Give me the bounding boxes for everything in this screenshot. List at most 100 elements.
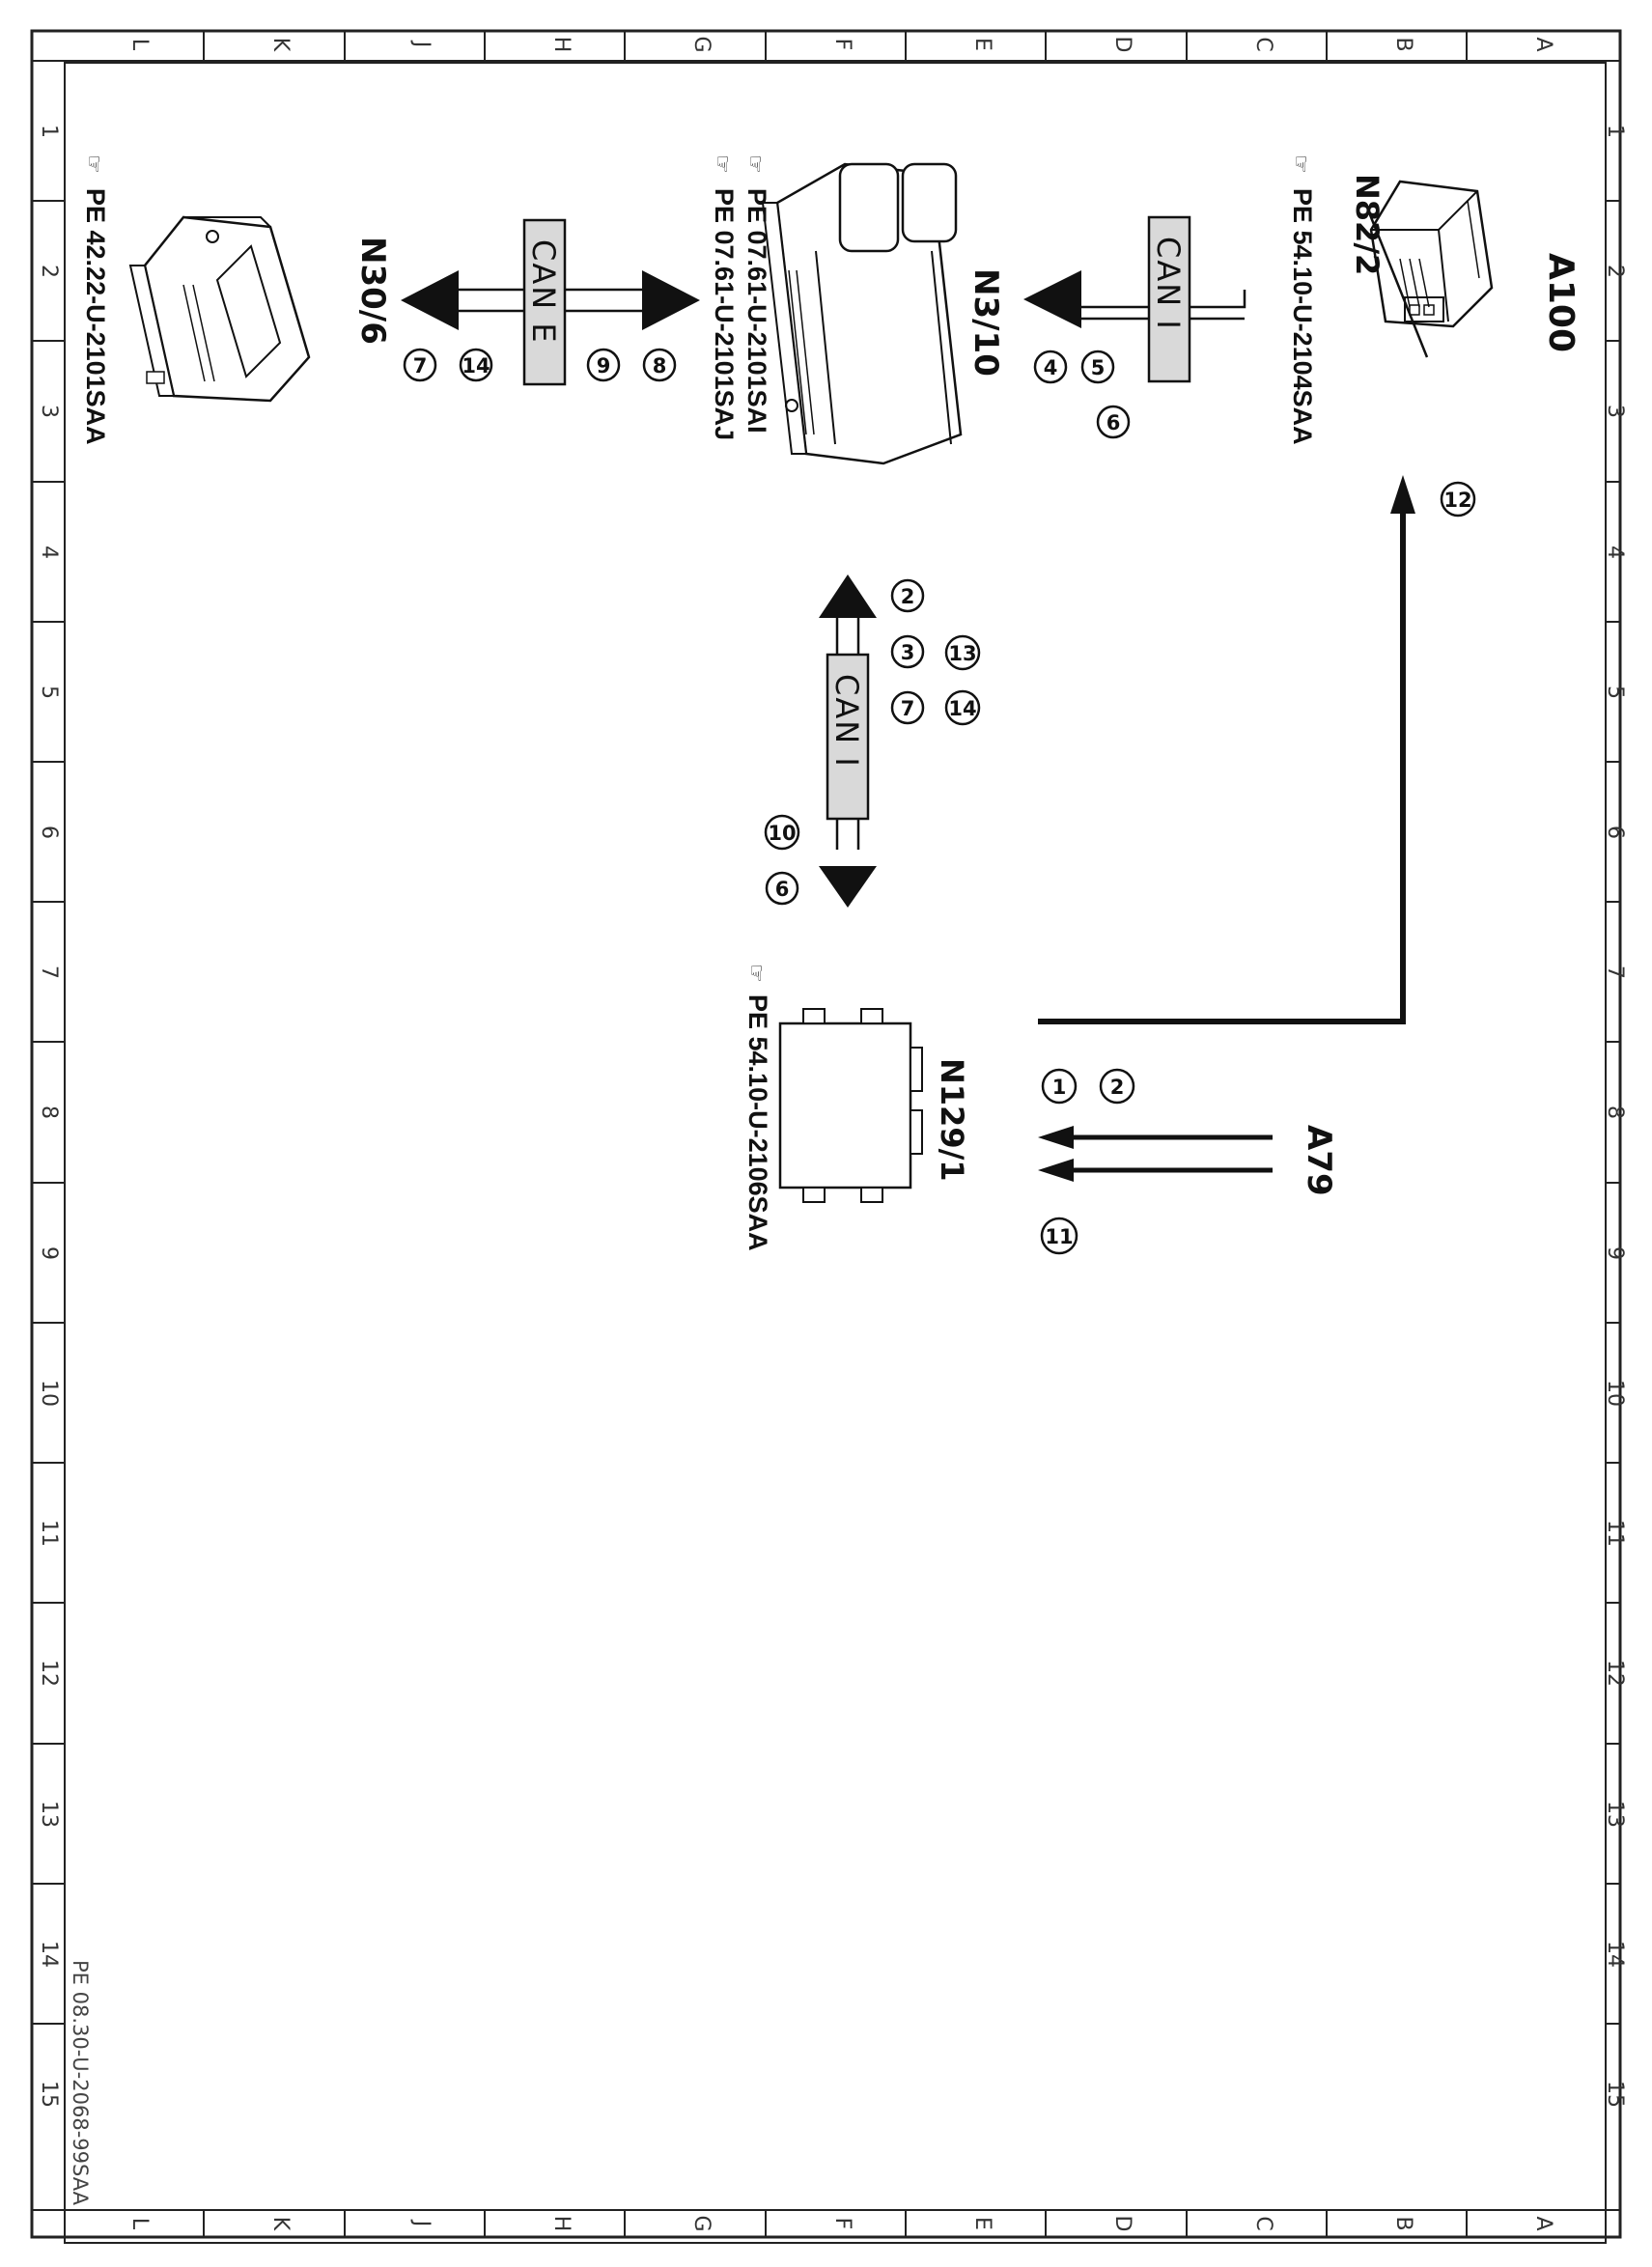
can-e-arrowhead-right xyxy=(642,270,700,330)
callouts-can-e: 8 9 14 7 xyxy=(403,348,677,382)
a79-label: A79 xyxy=(1300,1125,1338,1196)
callout-2-text: 2 xyxy=(901,585,915,608)
hand-pointer-icon: ☞ xyxy=(743,964,768,983)
callout-9: 9 xyxy=(586,348,621,382)
grid-number-1: 1 xyxy=(1603,125,1627,138)
can-i-middle-label: CAN I xyxy=(828,674,865,769)
grid-letter-l: L xyxy=(127,39,152,51)
a100-component[interactable]: A100 N82/2 ☞ PE 54.10-U-2104SAA xyxy=(1288,154,1581,445)
callout-6b: 6 xyxy=(765,871,799,906)
grid-number-5: 5 xyxy=(37,686,61,699)
callout-10-text: 10 xyxy=(768,822,796,845)
grid-letter-g: G xyxy=(689,2215,714,2231)
grid-letter-g: G xyxy=(689,36,714,52)
callout-4: 4 xyxy=(1033,350,1068,384)
n129-1-ref-text: PE 54.10-U-2106SAA xyxy=(743,994,772,1251)
inner-frame xyxy=(64,62,1607,2244)
grid-number-2: 2 xyxy=(1603,265,1627,278)
grid-letter-a: A xyxy=(1531,37,1555,51)
n129-1-device-body xyxy=(778,1022,912,1189)
callout-6b-text: 6 xyxy=(775,878,790,901)
a100-device-illustration xyxy=(1369,180,1494,328)
can-e-bus[interactable]: CAN E xyxy=(401,218,700,386)
grid-number-8: 8 xyxy=(37,1106,61,1119)
grid-number-9: 9 xyxy=(37,1246,61,1260)
n3-10-device-illustration xyxy=(761,162,963,465)
grid-number-8: 8 xyxy=(1603,1106,1627,1119)
callout-1: 1 xyxy=(1041,1068,1078,1105)
grid-number-10: 10 xyxy=(1603,1380,1627,1407)
grid-letter-a: A xyxy=(1531,2216,1555,2230)
grid-number-4: 4 xyxy=(1603,546,1627,559)
n129-1-component[interactable]: N129/1 ☞ PE 54.10-U-2106SAA xyxy=(743,964,970,1251)
n3-10-ref-2: PE 07.61-U-2101SAJ xyxy=(710,188,739,440)
callout-5: 5 xyxy=(1080,350,1115,384)
grid-letter-b: B xyxy=(1391,37,1415,51)
callout-13-text: 13 xyxy=(948,642,976,665)
can-i-middle-label-box xyxy=(826,653,870,821)
can-i-middle-bus[interactable]: CAN I xyxy=(819,574,877,908)
grid-letter-f: F xyxy=(830,2218,854,2230)
a100-ref-text: PE 54.10-U-2104SAA xyxy=(1288,188,1317,445)
can-e-arrowhead-left xyxy=(401,270,459,330)
grid-letter-j: J xyxy=(409,40,434,48)
callout-14b: 14 xyxy=(944,689,981,726)
grid-number-10: 10 xyxy=(37,1380,61,1407)
n3-10-label: N3/10 xyxy=(966,268,1005,377)
n129-1-ref: ☞ PE 54.10-U-2106SAA xyxy=(743,964,772,1251)
grid-letter-d: D xyxy=(1110,37,1134,53)
callout-14-text: 14 xyxy=(462,354,490,378)
callout-1-text: 1 xyxy=(1052,1076,1067,1099)
callout-3: 3 xyxy=(890,634,925,669)
n30-6-component[interactable]: N30/6 ☞ PE 42.22-U-2101SAA xyxy=(81,154,392,445)
grid-number-14: 14 xyxy=(37,1941,61,1968)
grid-number-2: 2 xyxy=(37,265,61,278)
a100-signal-wire xyxy=(1038,514,1406,1024)
grid-number-9: 9 xyxy=(1603,1246,1627,1260)
can-e-label-box xyxy=(522,218,567,386)
n3-10-component[interactable]: N3/10 ☞ PE 07.61-U-2101SAI ☞ PE 07.61-U-… xyxy=(710,154,1005,465)
grid-letter-e: E xyxy=(970,2217,994,2230)
hand-pointer-icon: ☞ xyxy=(742,154,767,174)
can-i-middle-arrowhead-up xyxy=(819,574,877,618)
grid-letter-h: H xyxy=(549,2216,574,2232)
callout-7b-text: 7 xyxy=(901,697,915,720)
a100-signal-line[interactable]: 12 xyxy=(1038,475,1476,1024)
callout-6-text: 6 xyxy=(1106,411,1121,434)
a79-arrowhead-2 xyxy=(1038,1159,1074,1182)
grid-letter-b: B xyxy=(1391,2216,1415,2230)
n30-6-ref: ☞ PE 42.22-U-2101SAA xyxy=(81,154,110,445)
grid-number-11: 11 xyxy=(37,1520,61,1547)
grid-letter-c: C xyxy=(1251,37,1275,51)
callout-8-text: 8 xyxy=(653,354,667,378)
a79-signal[interactable]: A79 2 1 11 xyxy=(1038,1068,1338,1255)
hand-pointer-icon: ☞ xyxy=(1288,154,1312,174)
callout-12-text: 12 xyxy=(1443,489,1471,512)
callout-7-text: 7 xyxy=(413,354,428,378)
callout-3-text: 3 xyxy=(901,641,915,664)
callout-7b: 7 xyxy=(890,690,925,725)
callout-2b-text: 2 xyxy=(1110,1076,1125,1099)
callout-4-text: 4 xyxy=(1044,356,1058,379)
a100-signal-arrowhead xyxy=(1390,475,1415,514)
callout-6: 6 xyxy=(1096,405,1131,439)
callout-13: 13 xyxy=(944,634,981,671)
callout-14b-text: 14 xyxy=(948,697,976,720)
a79-arrowhead-1 xyxy=(1038,1126,1074,1149)
callout-11-text: 11 xyxy=(1045,1225,1073,1248)
grid-number-6: 6 xyxy=(37,826,61,839)
grid-letter-e: E xyxy=(970,38,994,51)
can-i-top-bus[interactable]: CAN I xyxy=(1023,215,1246,383)
sheet-reference: PE 08.30-U-2068-99SAA xyxy=(69,1960,92,2206)
can-i-middle-arrowhead-down xyxy=(819,866,877,908)
grid-number-1: 1 xyxy=(37,125,61,138)
grid-number-6: 6 xyxy=(1603,826,1627,839)
callout-7: 7 xyxy=(403,348,437,382)
grid-number-12: 12 xyxy=(37,1660,61,1687)
callouts-middle: 13 14 2 3 7 10 6 xyxy=(764,578,981,906)
n82-2-label: N82/2 xyxy=(1349,174,1386,275)
